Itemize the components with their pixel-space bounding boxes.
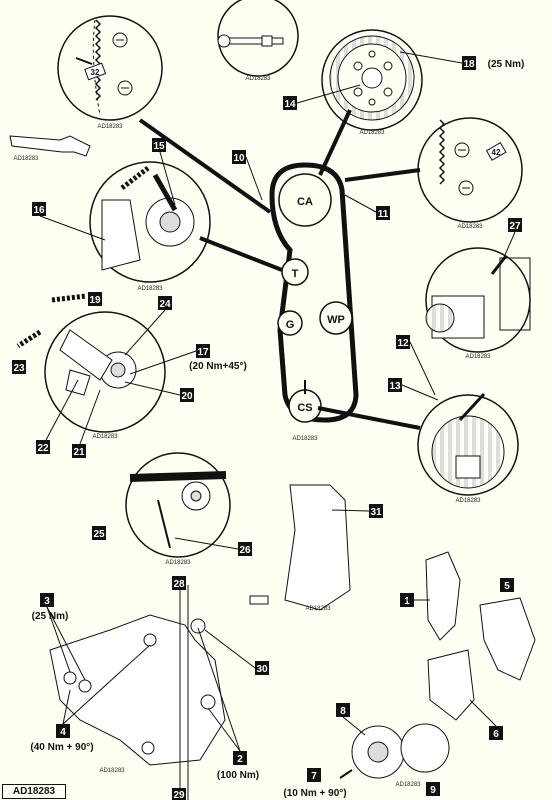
callout-14: 14 [284, 99, 296, 110]
image-code: AD18283 [99, 768, 125, 774]
callout-16: 16 [33, 205, 45, 216]
callout-29: 29 [173, 790, 185, 800]
image-code: AD18283 [359, 130, 385, 136]
image-code: AD18283 [13, 156, 39, 162]
image-code: AD18283 [292, 436, 318, 442]
engine-mount-assembly: AD18283 [49, 585, 226, 800]
pulley-label-ca: CA [297, 196, 313, 208]
image-code: AD18283 [137, 286, 163, 292]
callout-4: 4 [60, 727, 66, 738]
image-code: AD18283 [245, 76, 271, 82]
image-code: AD18283 [455, 498, 481, 504]
timing-belt-layout: CA T G WP CS AD18283 [138, 109, 421, 442]
timing-mark-42: 42 [492, 148, 501, 157]
callout-20: 20 [181, 391, 193, 402]
callout-9: 9 [430, 785, 436, 796]
detail-tensioner-upper: AD18283 [89, 161, 211, 292]
callout-13: 13 [389, 381, 401, 392]
image-code: AD18283 [305, 606, 331, 612]
tensioner-wrench-tool: AD18283 [9, 135, 91, 162]
detail-camshaft-mark-left: 32 AD18283 [57, 15, 163, 130]
callout-18: 18 [463, 59, 475, 70]
image-code: AD18283 [92, 434, 118, 440]
callout-23: 23 [13, 363, 25, 374]
callout-24: 24 [159, 299, 171, 310]
callout-26: 26 [239, 545, 251, 556]
timing-mark-32: 32 [91, 68, 100, 77]
callout-15: 15 [153, 141, 165, 152]
callout-25: 25 [93, 529, 105, 540]
callout-2: 2 [237, 754, 243, 765]
detail-tensioner-lower: AD18283 [16, 293, 166, 440]
callout-5: 5 [504, 581, 510, 592]
callout-30: 30 [256, 664, 268, 675]
callout-11: 11 [378, 209, 389, 220]
detail-camshaft-mark-right: 42 AD18283 [417, 117, 523, 230]
callout-8: 8 [340, 706, 346, 717]
callout-22: 22 [37, 443, 49, 454]
timing-covers [425, 551, 536, 721]
callout-10: 10 [233, 153, 245, 164]
image-code: AD18283 [465, 354, 491, 360]
callout-6: 6 [493, 729, 499, 740]
pulley-label-cs: CS [297, 402, 312, 414]
callout-3: 3 [44, 596, 50, 607]
callout-1: 1 [404, 596, 410, 607]
detail-crankshaft-sprocket: AD18283 [417, 392, 519, 504]
pulley-label-wp: WP [327, 314, 345, 326]
callout-4-note: (40 Nm + 90°) [30, 742, 93, 753]
callout-19: 19 [89, 295, 101, 306]
callout-7: 7 [311, 771, 317, 782]
callout-badges: 1 2 (100 Nm) 3 (25 Nm) 4 (40 Nm + 90°) 5… [12, 56, 524, 800]
detail-locking-pin: AD18283 [217, 0, 299, 82]
callout-18-note: (25 Nm) [488, 59, 525, 70]
image-code: AD18283 [165, 560, 191, 566]
front-cover-part: AD18283 [249, 484, 351, 612]
callout-31: 31 [370, 507, 382, 518]
detail-cam-lock: AD18283 [425, 247, 531, 360]
callout-2-note: (100 Nm) [217, 770, 259, 781]
callout-17: 17 [197, 347, 209, 358]
leader-lines [39, 51, 516, 752]
callout-21: 21 [73, 447, 85, 458]
callout-12: 12 [397, 338, 409, 349]
callout-28: 28 [173, 579, 185, 590]
image-code: AD18283 [97, 124, 123, 130]
pulley-label-g: G [286, 319, 295, 331]
crankshaft-pulley: AD18283 [339, 723, 450, 788]
callout-7-note: (10 Nm + 90°) [283, 788, 346, 799]
detail-camshaft-sprocket: AD18283 [321, 29, 423, 136]
image-code: AD18283 [457, 224, 483, 230]
callout-17-note: (20 Nm+45°) [189, 361, 247, 372]
image-code: AD18283 [395, 782, 421, 788]
document-reference-code: AD18283 [2, 784, 66, 799]
pulley-label-t: T [292, 268, 299, 280]
detail-tensioner-gap: AD18283 [125, 452, 231, 566]
callout-27: 27 [509, 221, 521, 232]
